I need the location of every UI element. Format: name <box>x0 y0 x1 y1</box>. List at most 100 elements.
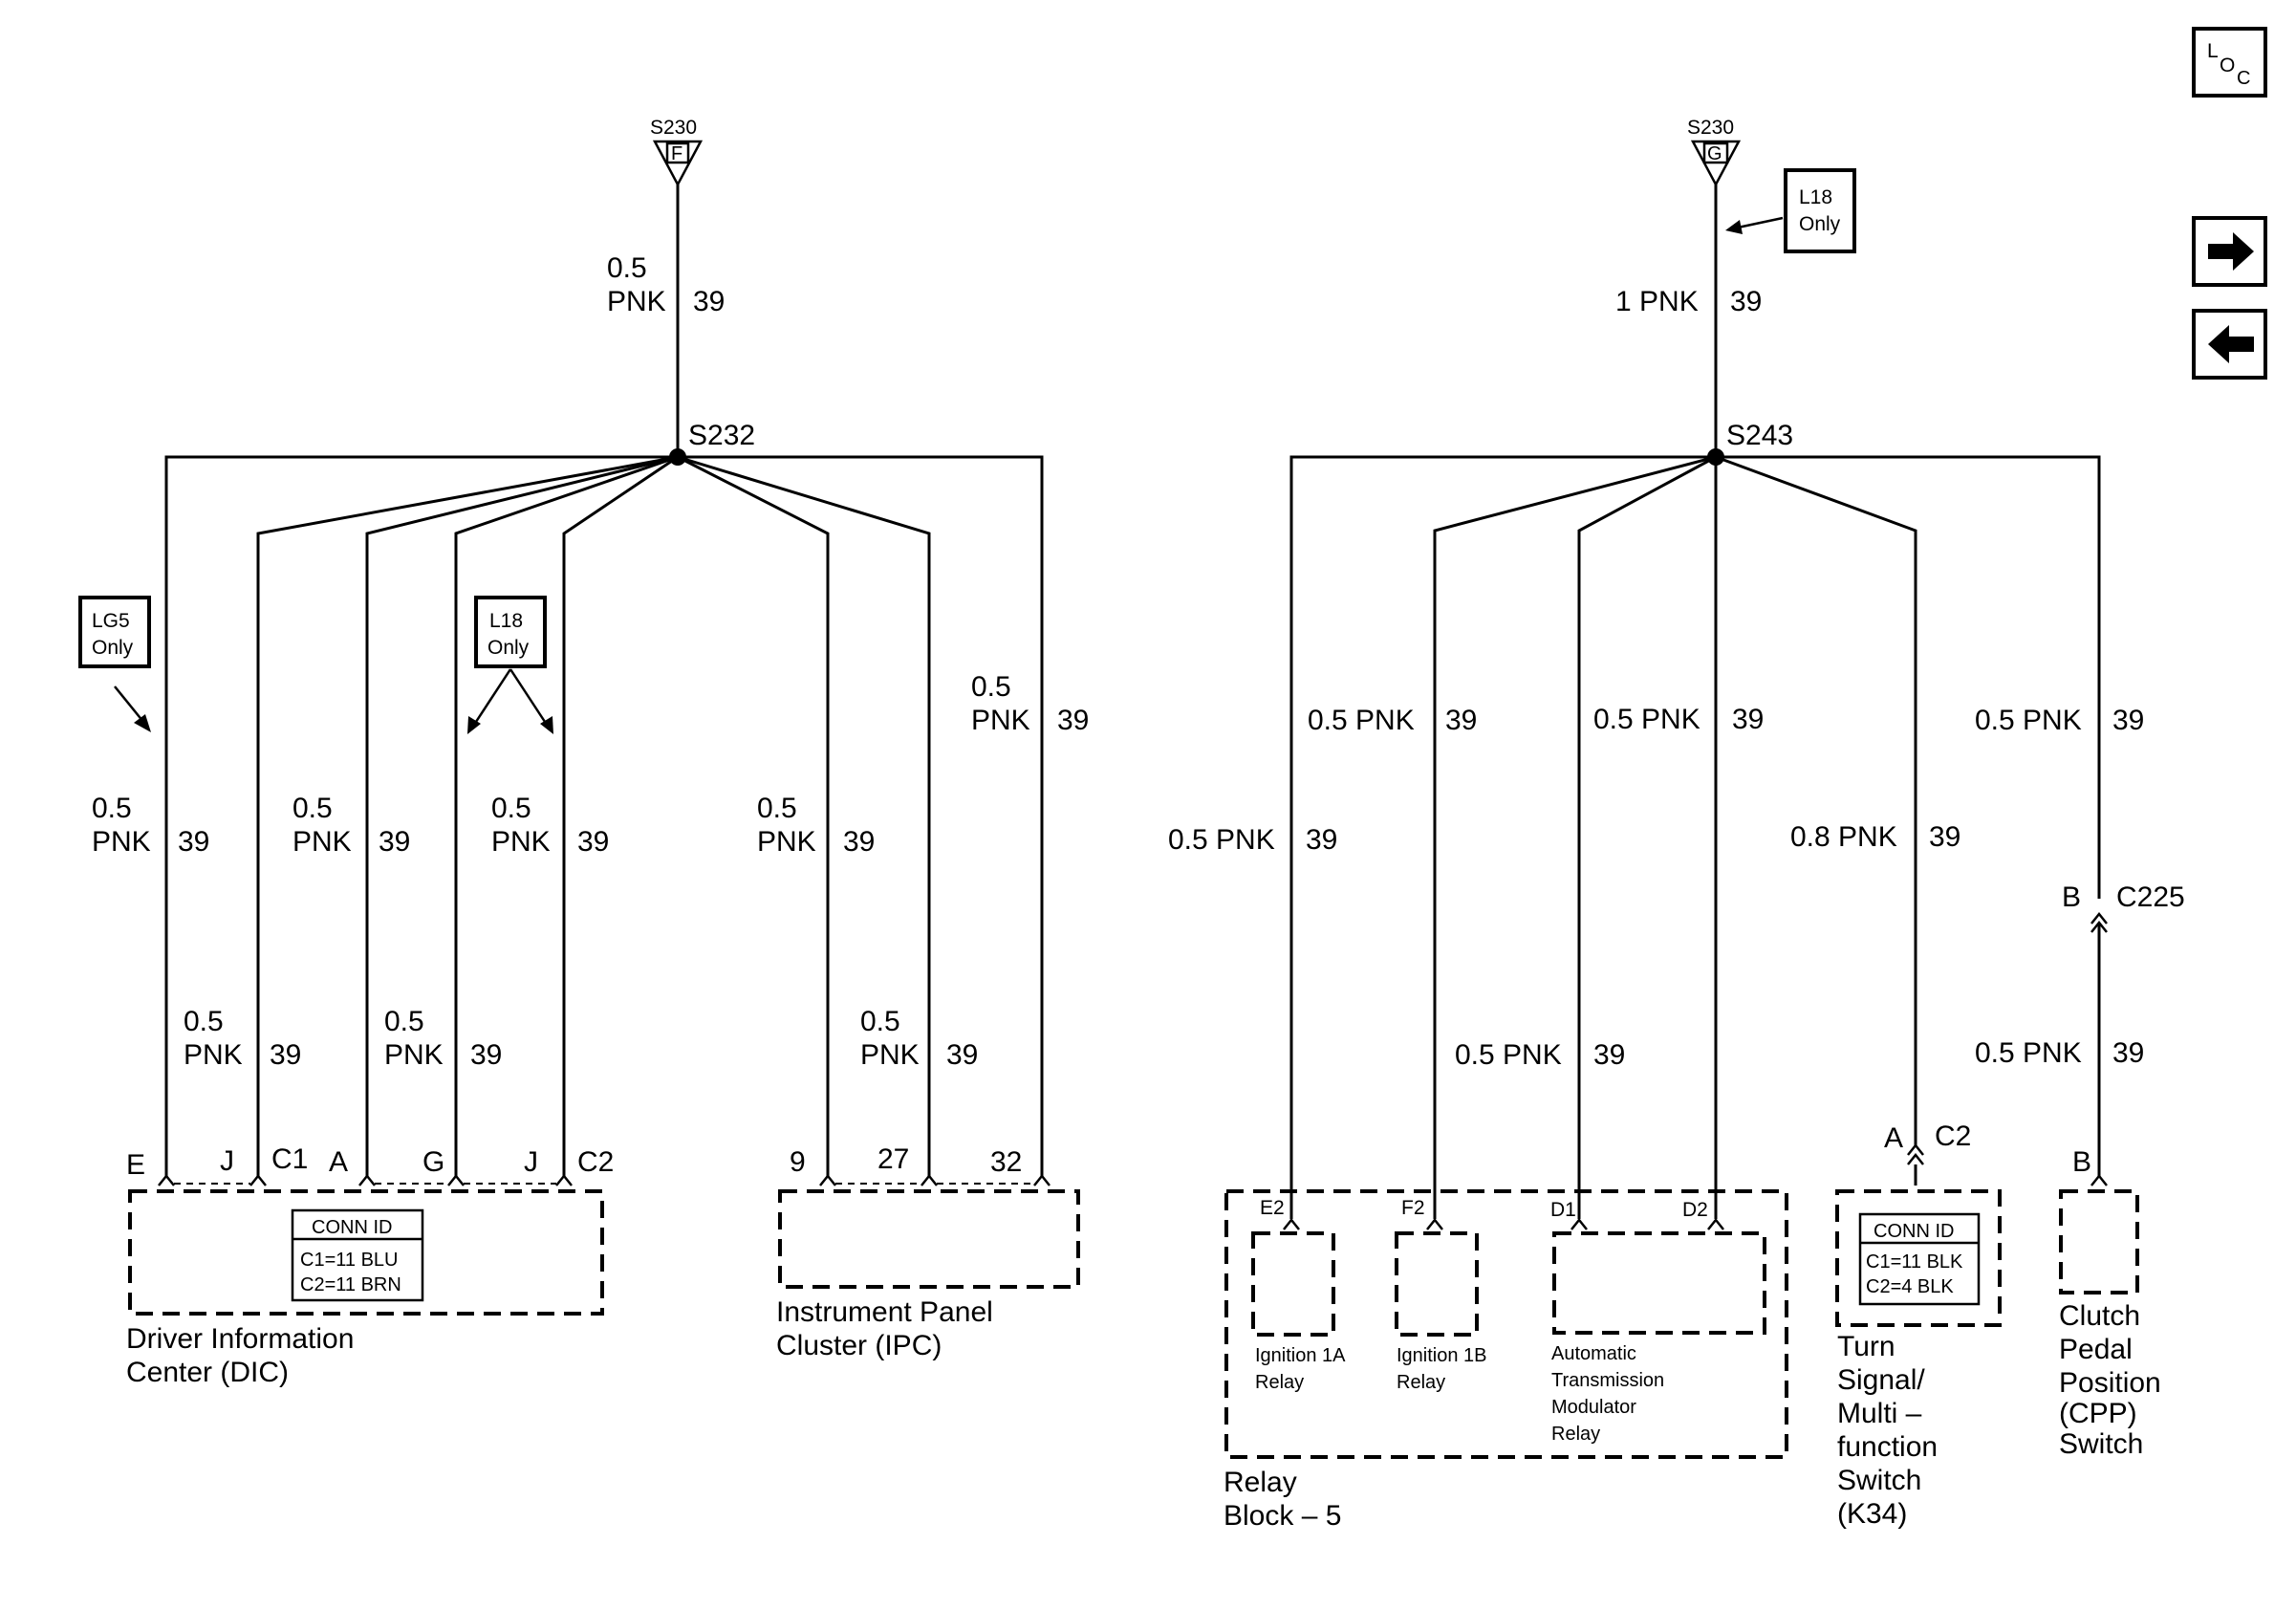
connector-c225-label: C225 <box>2116 881 2185 913</box>
wire-gauge: 0.5 <box>384 1006 424 1037</box>
pin-e2: E2 <box>1260 1197 1285 1219</box>
component-ipc: Instrument Panel Cluster (IPC) <box>776 1189 1080 1361</box>
turn-name-line3: Multi – <box>1837 1398 1922 1429</box>
wire-gauge: 0.5 <box>184 1006 224 1037</box>
splice-s230-g: S230 G <box>1687 117 1742 187</box>
relay-ign1b-line2: Relay <box>1397 1372 1445 1393</box>
wire-circuit: 39 <box>379 826 410 858</box>
pin-d2: D2 <box>1682 1199 1708 1221</box>
wire-circuit: 39 <box>577 826 609 858</box>
wire-gauge: 0.5 <box>971 671 1011 703</box>
turn-name-line5: Switch <box>1837 1465 1921 1496</box>
wire-circuit: 39 <box>1732 704 1764 735</box>
cpp-name-line1: Clutch <box>2059 1300 2140 1332</box>
wire-color: PNK <box>292 826 352 858</box>
option-l18-only-right: L18 Only <box>1725 168 1856 253</box>
wire-color: PNK <box>757 826 816 858</box>
splice-s243-label: S243 <box>1726 420 1793 451</box>
wire-color: PNK <box>491 826 551 858</box>
wire-gauge: 0.5 <box>860 1006 900 1037</box>
turn-name-line2: Signal/ <box>1837 1364 1925 1396</box>
wire-gauge-color: 1 PNK <box>1615 286 1699 317</box>
wire-gauge-color: 0.8 PNK <box>1790 821 1897 853</box>
relay-block-name-line2: Block – 5 <box>1224 1500 1341 1532</box>
right-wire-labels: 0.5 PNK 39 0.5 PNK 39 0.5 PNK 39 0.5 PNK… <box>1168 704 2144 1071</box>
left-arrow-icon <box>2208 325 2254 363</box>
wire-circuit: 39 <box>843 826 875 858</box>
wire-circuit: 39 <box>1593 1039 1625 1071</box>
splice-s230-f: S230 F <box>650 117 704 187</box>
pin-d1: D1 <box>1550 1199 1576 1221</box>
option-l18-line1: L18 <box>1799 186 1832 208</box>
wire-color: PNK <box>971 705 1030 736</box>
option-lg5-line1: LG5 <box>92 610 130 632</box>
wire-color: PNK <box>860 1039 920 1071</box>
s232-branches <box>164 455 1044 1176</box>
location-button[interactable]: L O C <box>2192 27 2267 98</box>
turn-conn-c1: C1=11 BLK <box>1866 1251 1963 1273</box>
wire-circuit: 39 <box>2112 705 2144 736</box>
relay-atm-line1: Automatic <box>1551 1343 1636 1364</box>
pin-a: A <box>329 1146 348 1178</box>
wire-color: PNK <box>184 1039 243 1071</box>
wire-gauge: 0.5 <box>491 793 531 824</box>
turn-name-line4: function <box>1837 1431 1938 1463</box>
dic-conn-id-title: CONN ID <box>312 1217 392 1238</box>
wire-gauge: 0.5 <box>92 793 132 824</box>
wire-color: PNK <box>384 1039 444 1071</box>
relay-ign1a-line1: Ignition 1A <box>1255 1345 1346 1366</box>
wire-circuit: 39 <box>693 286 725 317</box>
pin-b: B <box>2062 881 2081 913</box>
loc-letter-o: O <box>2220 54 2235 76</box>
splice-s230-label: S230 <box>650 117 697 139</box>
loc-letter-c: C <box>2237 68 2250 89</box>
left-connector-terminals <box>158 1173 1051 1186</box>
next-arrow-button[interactable] <box>2192 216 2267 287</box>
dic-conn-c2: C2=11 BRN <box>300 1274 401 1295</box>
wire-gauge: 0.5 <box>607 252 647 284</box>
option-l18-line2: Only <box>1799 213 1841 235</box>
relay-ign1b-line1: Ignition 1B <box>1397 1345 1487 1366</box>
loc-letter-l: L <box>2207 40 2219 62</box>
component-relay-block: E2 F2 D1 D2 Ignition 1A Relay Ignition 1… <box>1224 1189 1788 1532</box>
wire-gauge-color: 0.5 PNK <box>1975 1037 2082 1069</box>
wire-color: PNK <box>92 826 151 858</box>
pin-j: J <box>220 1145 234 1177</box>
option-l18-line1: L18 <box>489 610 523 632</box>
relay-atm-line2: Transmission <box>1551 1370 1664 1391</box>
component-cpp-switch: B Clutch Pedal Position (CPP) Switch <box>2059 1146 2161 1460</box>
turn-conn-id-title: CONN ID <box>1874 1221 1954 1242</box>
connector-turn-c2: A C2 <box>1884 1120 1971 1186</box>
dic-conn-c1: C1=11 BLU <box>300 1250 398 1271</box>
wire-circuit: 39 <box>1445 705 1477 736</box>
wire-gauge-color: 0.5 PNK <box>1455 1039 1562 1071</box>
pin-27: 27 <box>877 1143 909 1175</box>
wire-gauge-color: 0.5 PNK <box>1308 705 1415 736</box>
pin-32: 32 <box>990 1146 1022 1178</box>
dic-name-line1: Driver Information <box>126 1323 354 1355</box>
wire-circuit: 39 <box>470 1039 502 1071</box>
connector-c1: C1 <box>271 1143 308 1175</box>
previous-arrow-button[interactable] <box>2192 309 2267 380</box>
relay-atm-line3: Modulator <box>1551 1397 1636 1418</box>
connector-c2: C2 <box>1935 1120 1971 1152</box>
wire-gauge: 0.5 <box>757 793 797 824</box>
wire-circuit: 39 <box>1929 821 1960 853</box>
pin-g: G <box>422 1146 444 1178</box>
relay-block-name-line1: Relay <box>1224 1467 1297 1498</box>
pin-a: A <box>1884 1122 1903 1154</box>
turn-conn-c2: C2=4 BLK <box>1866 1276 1954 1297</box>
wire-gauge-color: 0.5 PNK <box>1975 705 2082 736</box>
connector-c2: C2 <box>577 1146 614 1178</box>
option-l18-only-left: L18 Only <box>467 596 553 734</box>
wire-circuit: 39 <box>1730 286 1762 317</box>
pin-9: 9 <box>790 1146 806 1178</box>
pin-f2: F2 <box>1401 1197 1425 1219</box>
wire-circuit: 39 <box>2112 1037 2144 1069</box>
wire-circuit: 39 <box>1057 705 1089 736</box>
splice-s230-label: S230 <box>1687 117 1734 139</box>
turn-name-line6: (K34) <box>1837 1498 1907 1530</box>
connector-c225: B C225 <box>2062 881 2185 933</box>
pin-j: J <box>524 1146 538 1178</box>
